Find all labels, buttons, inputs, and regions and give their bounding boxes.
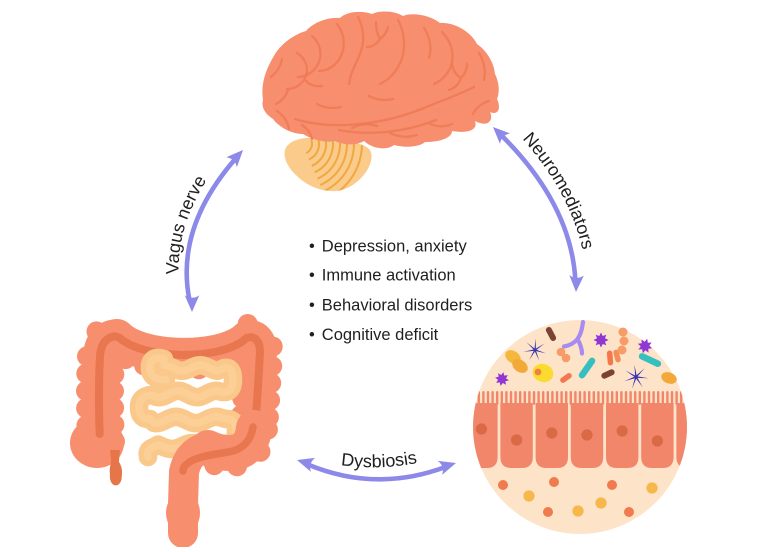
svg-text:•Depression, anxiety: •Depression, anxiety — [309, 238, 467, 256]
svg-text:Dysbiosis: Dysbiosis — [340, 447, 418, 471]
svg-text:•Cognitive deficit: •Cognitive deficit — [309, 326, 439, 344]
svg-text:•Immune activation: •Immune activation — [309, 267, 456, 285]
svg-text:•Behavioral disorders: •Behavioral disorders — [309, 297, 472, 315]
